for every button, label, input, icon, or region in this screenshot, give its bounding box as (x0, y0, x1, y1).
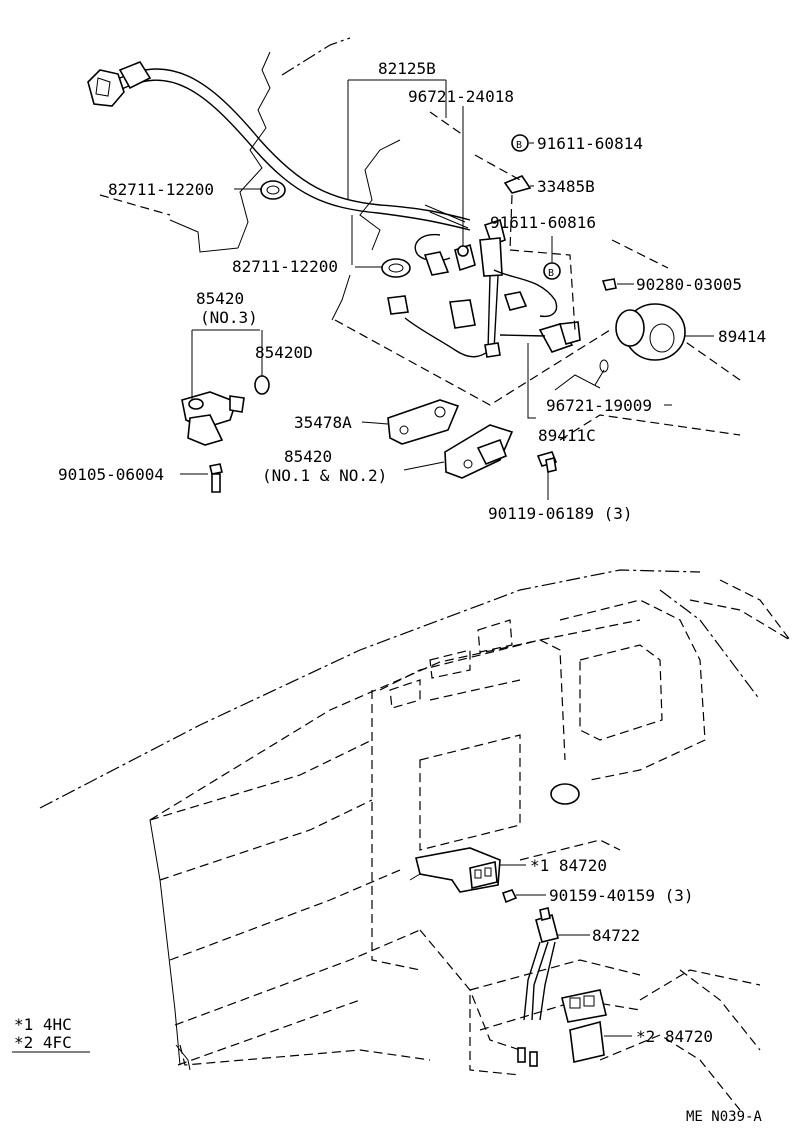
label-82125b: 82125B (378, 59, 436, 78)
label-85420-no3-a: 85420 (196, 289, 244, 308)
b-marker-icon-2 (543, 262, 561, 280)
label-84722: 84722 (592, 926, 640, 945)
label-96721-19009: 96721-19009 (546, 396, 652, 415)
label-82711-12200-upper: 82711-12200 (108, 180, 214, 199)
clamp-82711-upper (260, 180, 286, 200)
screw-90159 (501, 889, 518, 904)
label-90280-03005: 90280-03005 (636, 275, 742, 294)
speed-sensor-89414 (615, 303, 686, 361)
label-85420d: 85420D (255, 343, 313, 362)
label-91611-60814: 91611-60814 (537, 134, 643, 153)
leader-lines-upper (180, 79, 714, 500)
o-ring-85420d (254, 375, 270, 395)
indicator-84722 (517, 907, 559, 1067)
label-90159-40159: 90159-40159 (3) (549, 886, 694, 905)
leader-lines-lower (500, 864, 632, 1037)
label-90119-06189: 90119-06189 (3) (488, 504, 633, 523)
b-marker-icon-1 (511, 134, 529, 152)
bolt-90105 (209, 463, 223, 493)
label-33485b: 33485B (537, 177, 595, 196)
grommet-90280 (601, 278, 617, 291)
dashboard-outline (39, 569, 791, 1111)
label-89411c: 89411C (538, 426, 596, 445)
transfer-case-outline (99, 37, 741, 441)
solenoid-85420-no3 (181, 391, 245, 446)
label-91611-60816: 91611-60816 (490, 213, 596, 232)
transfer-switch-84720-4hc (409, 847, 501, 893)
label-82711-12200-middle: 82711-12200 (232, 257, 338, 276)
gasket-35478a (387, 399, 460, 445)
label-96721-24018: 96721-24018 (408, 87, 514, 106)
clamp-82711-middle (381, 258, 411, 278)
label-84720-4fc: *2 84720 (636, 1027, 713, 1046)
label-84720-4hc: *1 84720 (530, 856, 607, 875)
label-89414: 89414 (718, 327, 766, 346)
transfer-switch-84720-4fc (561, 989, 607, 1063)
label-85420-no12-a: 85420 (284, 447, 332, 466)
label-85420-no12-b: (NO.1 & NO.2) (262, 466, 387, 485)
label-b-marker-2: B (548, 268, 554, 279)
label-90105-06004: 90105-06004 (58, 465, 164, 484)
label-35478a: 35478A (294, 413, 352, 432)
wire-harness (87, 61, 581, 358)
legend-4hc: *1 4HC (14, 1015, 72, 1034)
legend-4fc: *2 4FC (14, 1033, 72, 1052)
solenoid-85420-no1-no2 (444, 424, 514, 479)
label-b-marker-1: B (516, 140, 522, 151)
label-85420-no3-b: (NO.3) (200, 308, 258, 327)
figure-code: ME N039-A (686, 1109, 762, 1125)
bolt-90119 (536, 451, 558, 473)
